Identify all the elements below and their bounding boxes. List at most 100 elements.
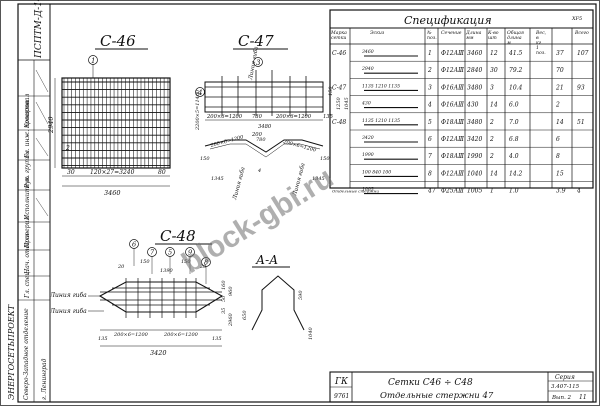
table-cell: 3480 bbox=[467, 119, 482, 126]
table-header-cell: № bbox=[426, 30, 432, 36]
table-corner-label: XF5 bbox=[571, 16, 582, 22]
table-cell: 10.4 bbox=[509, 84, 523, 91]
callout-label: 9 bbox=[188, 249, 192, 257]
mesh-c46 bbox=[62, 78, 170, 168]
table-header-cell: Марка bbox=[330, 30, 347, 36]
drawing-title: С-48 bbox=[160, 227, 196, 245]
side-stamp-row: Копировал bbox=[24, 93, 31, 129]
table-cell: 1005 bbox=[362, 187, 374, 193]
table-cell: 3480 bbox=[467, 84, 482, 91]
table-header-cell: длина bbox=[507, 35, 522, 41]
table-cell: 3420 bbox=[362, 135, 374, 141]
dimension-label: 1040 bbox=[308, 326, 314, 340]
table-header-cell: поз. bbox=[427, 36, 437, 41]
dimension-label: 200×6=1200 bbox=[113, 332, 149, 338]
table-header-cell: кг bbox=[536, 41, 542, 46]
side-stamp-org: ЭНЕРГОСЕТЬПРОЕКТ bbox=[7, 304, 16, 400]
side-stamp-org: г. Ленинград bbox=[41, 358, 48, 400]
side-stamp-org: Северо-Западное отделение bbox=[23, 308, 30, 400]
title-block-code: 9761 bbox=[334, 393, 349, 400]
dimension-label: 1345 bbox=[211, 176, 224, 182]
dimension-label: 1250 bbox=[336, 96, 342, 110]
callout-label: 3 bbox=[256, 59, 261, 67]
dimension-label: 150 bbox=[181, 259, 191, 265]
table-cell: 1040 bbox=[467, 170, 482, 177]
side-stamp: ПСПТМ-Д-145 Копировал Гл. инж. проекта Р… bbox=[7, 0, 51, 402]
dimension-label: 650 bbox=[242, 310, 248, 320]
table-cell: 430 bbox=[466, 102, 479, 109]
table-cell: 2 bbox=[555, 102, 560, 109]
table-cell: 3460 bbox=[362, 49, 374, 55]
table-cell: Ф12АⅢ bbox=[441, 67, 464, 74]
table-header-cell: К-во bbox=[487, 30, 499, 36]
table-cell: 14 bbox=[490, 102, 498, 109]
title-block-title: Сетки С46 ÷ С48 bbox=[388, 378, 473, 388]
table-cell: 1 bbox=[490, 188, 494, 195]
dimension-label: 35 bbox=[221, 308, 227, 314]
dimension-label: 135 bbox=[323, 114, 333, 120]
side-stamp-row: Гл. спец. bbox=[24, 269, 31, 299]
dimension-label: 160 bbox=[221, 280, 227, 290]
dimension-label: 150 bbox=[320, 156, 330, 162]
callout-label: 6 bbox=[132, 241, 136, 249]
table-cell: 51 bbox=[577, 119, 585, 126]
table-header-cell: шт bbox=[488, 36, 497, 41]
dimension-label: 1390 bbox=[160, 268, 174, 274]
callout-label: 7 bbox=[150, 249, 155, 257]
table-cell: 3.9 bbox=[556, 188, 566, 195]
bend-line-label: Линия гиба bbox=[49, 308, 87, 315]
callout-label: 5 bbox=[168, 249, 172, 257]
title-block-series: 3.407-115 bbox=[551, 384, 580, 390]
table-cell: Ф16АⅢ bbox=[441, 84, 464, 91]
sheet-border bbox=[17, 3, 597, 403]
drawing-title: С-47 bbox=[238, 32, 274, 50]
table-cell: 107 bbox=[577, 50, 589, 57]
dimension-label: 30 bbox=[67, 169, 75, 176]
table-cell: С-48 bbox=[332, 119, 346, 126]
side-stamp-row: Гл. инж. проекта bbox=[24, 100, 31, 159]
table-cell: 1 bbox=[428, 50, 432, 57]
table-title: Спецификация bbox=[404, 14, 492, 27]
dimension-label: 200×6=1200 bbox=[163, 332, 199, 338]
dimension-label: 3460 bbox=[104, 189, 121, 197]
bend-line-label: Линия гиба bbox=[49, 292, 87, 299]
table-cell: Ф12АⅢ bbox=[441, 50, 464, 57]
side-stamp-row: Рук. группы bbox=[24, 150, 31, 189]
title-block-issue: Вып. 2 bbox=[551, 395, 572, 401]
table-header-cell: 1 bbox=[536, 45, 539, 51]
dimension-label: 590 bbox=[298, 290, 304, 300]
table-header-cell: Всего bbox=[574, 30, 589, 36]
table-cell: 70 bbox=[556, 67, 564, 74]
table-cell: 5 bbox=[428, 119, 432, 126]
table-cell: 3460 bbox=[467, 50, 482, 57]
table-header-cell: поз. bbox=[536, 51, 546, 56]
table-cell: Ф25АⅢ bbox=[441, 188, 464, 195]
side-stamp-row: Проверил bbox=[24, 217, 31, 249]
table-cell: 2 bbox=[489, 119, 494, 126]
dimension-label: 200×6=1200 bbox=[275, 114, 312, 120]
table-cell: 79.2 bbox=[509, 67, 523, 74]
table-cell: 430 bbox=[361, 101, 371, 107]
table-cell: 2 bbox=[489, 136, 494, 143]
dimension-label: 3480 bbox=[258, 124, 272, 130]
table-cell: С-47 bbox=[332, 84, 346, 91]
table-cell: 1990 bbox=[362, 152, 374, 158]
table-cell: 4 bbox=[427, 102, 432, 109]
table-cell: 2 bbox=[427, 67, 432, 74]
dimension-label: 3420 bbox=[150, 349, 167, 357]
table-header-cell: м bbox=[507, 41, 511, 46]
table-cell: 37 bbox=[556, 50, 564, 57]
table-cell: Ф18АⅢ bbox=[441, 119, 464, 126]
table-cell: 4 bbox=[576, 188, 581, 195]
table-cell: 8 bbox=[428, 170, 432, 177]
callout-label: 1 bbox=[91, 57, 95, 65]
table-cell: Ф16АⅢ bbox=[441, 102, 464, 109]
dimension-label: 135 bbox=[98, 336, 108, 342]
callout-label: 8 bbox=[204, 259, 208, 267]
table-cell: 14.2 bbox=[509, 170, 523, 177]
